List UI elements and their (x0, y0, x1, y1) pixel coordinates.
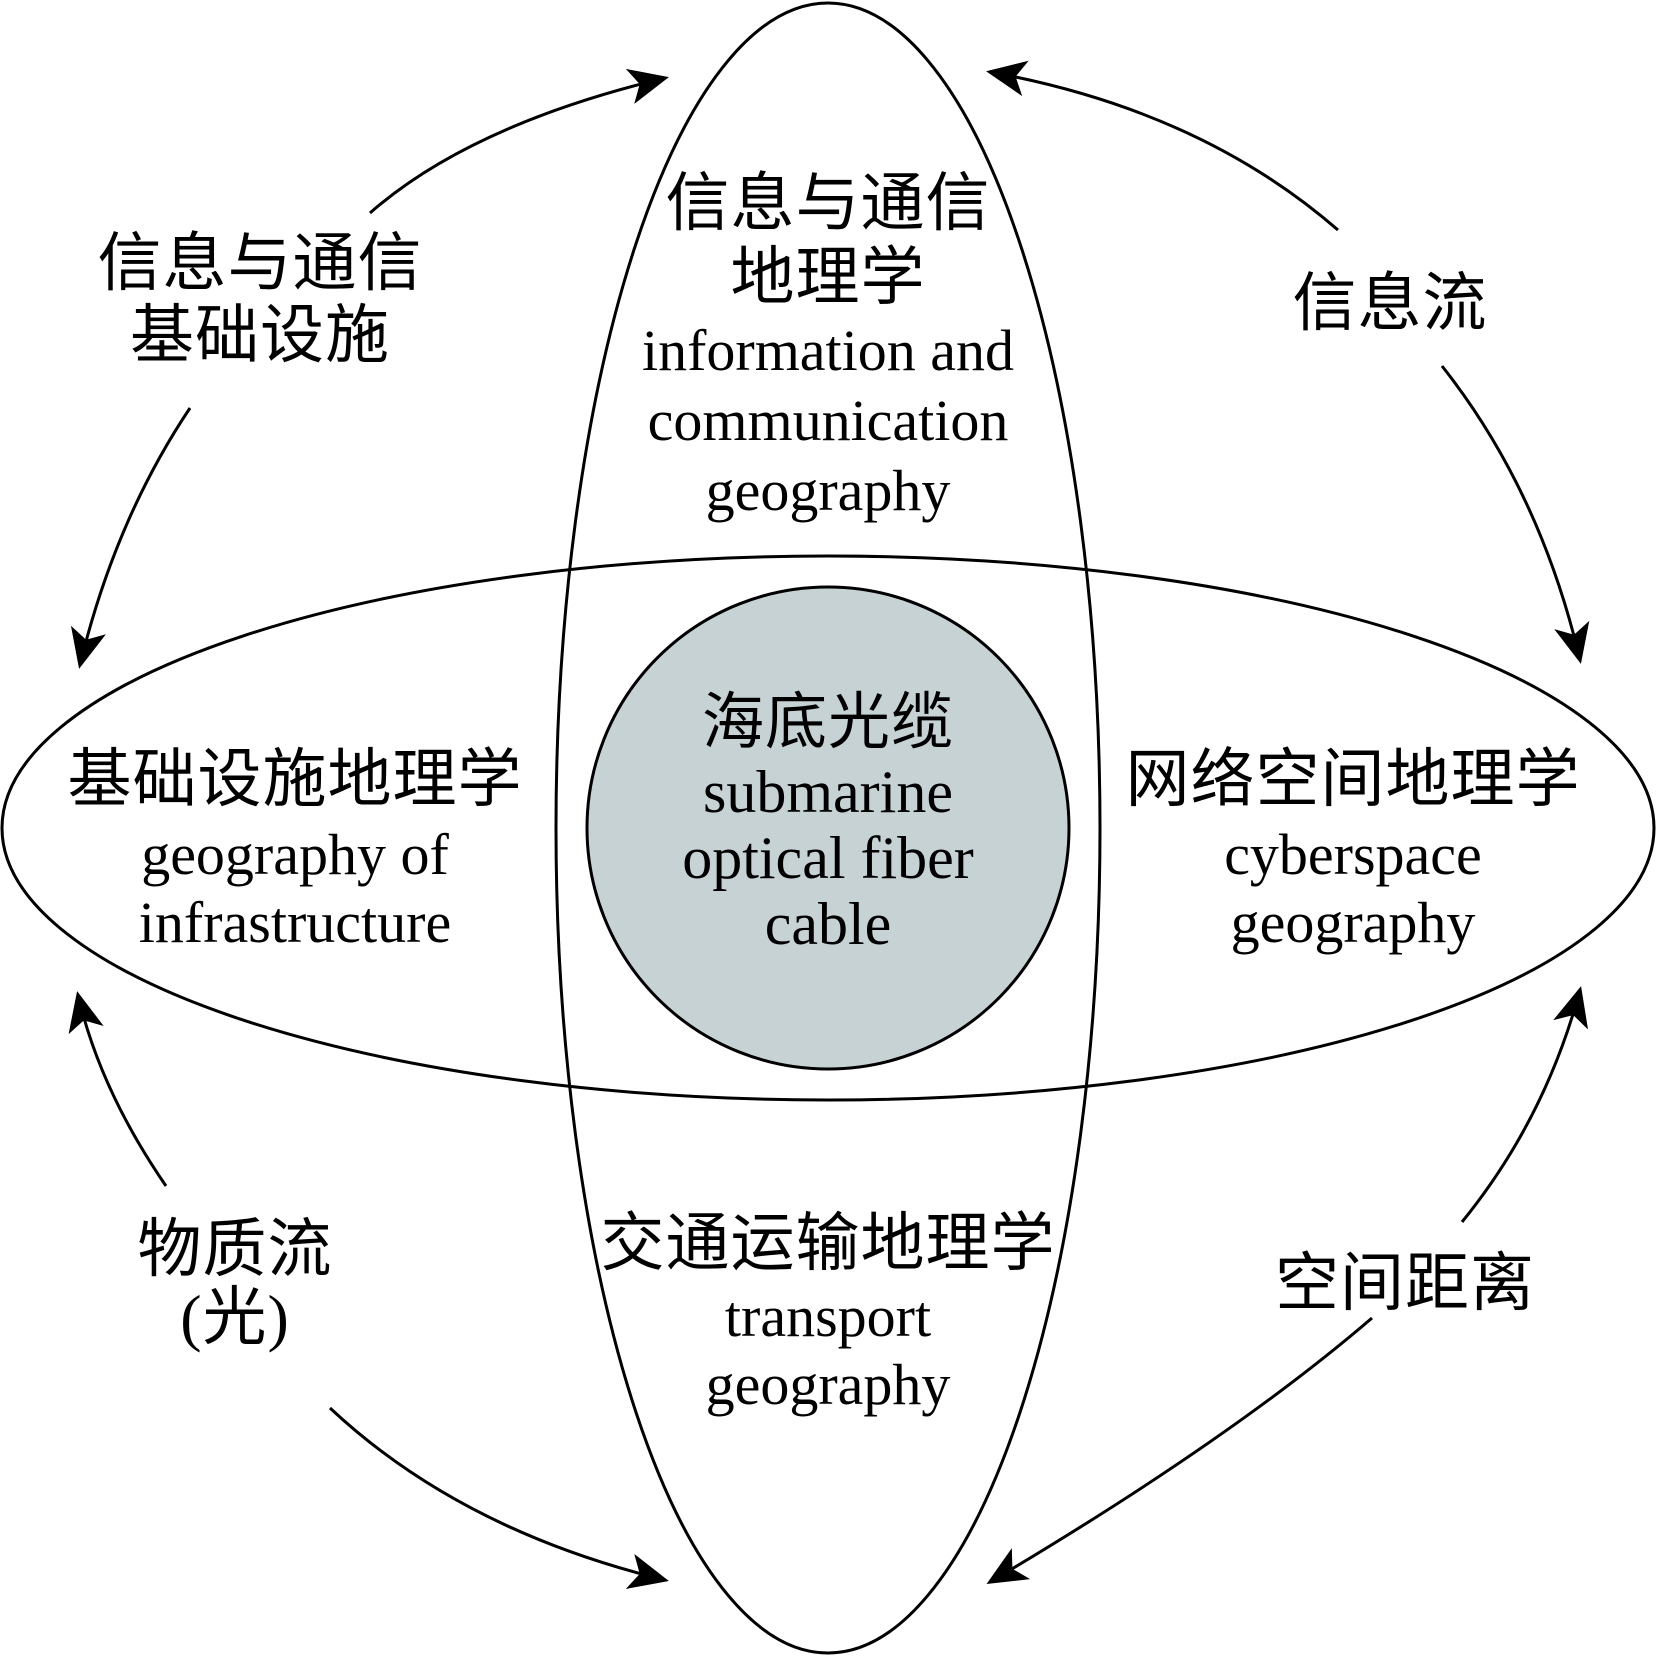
bottom-field-zh-1: 交通运输地理学 (600, 1208, 1056, 1279)
bottom-field-en-1: transport (724, 1284, 932, 1349)
connector-bottom-left-line-1: 物质流 (137, 1214, 333, 1285)
top-field-en-2: communication (647, 388, 1009, 453)
arrow-bottom-left-to-bottom (328, 1406, 669, 1589)
center-label: 海底光缆 submarine optical fiber cable (628, 692, 1028, 954)
arrow-top-left-to-left (70, 407, 192, 669)
bottom-field-en-2: geography (705, 1352, 951, 1417)
left-field-en-1: geography of (141, 822, 449, 887)
right-field-en-1: cyberspace (1224, 822, 1482, 887)
arrow-top-left-to-top (369, 68, 669, 215)
connector-top-left-line-2: 基础设施 (130, 300, 390, 371)
ellipse-vertical (554, 1, 1102, 1655)
connector-bottom-right-line-1: 空间距离 (1275, 1248, 1535, 1319)
connector-bottom-left-line-2: (光) (180, 1282, 290, 1353)
center-label-en-1: submarine (703, 759, 953, 825)
right-field-en-2: geography (1230, 890, 1476, 955)
left-field-zh-1: 基础设施地理学 (67, 744, 523, 815)
connector-top-right-line-1: 信息流 (1292, 268, 1488, 339)
top-field-zh-2: 地理学 (730, 242, 926, 313)
center-label-en-3: cable (764, 891, 892, 957)
ellipse-horizontal (0, 554, 1656, 1102)
bottom-field-label: 交通运输地理学 transport geography (578, 1212, 1078, 1414)
arrow-bottom-left-to-left (68, 991, 168, 1187)
connector-top-left-line-1: 信息与通信 (97, 228, 423, 299)
right-field-zh-1: 网络空间地理学 (1125, 744, 1581, 815)
top-field-en-3: geography (705, 458, 951, 523)
arrow-bottom-right-to-bottom (986, 1316, 1373, 1585)
right-field-label: 网络空间地理学 cyberspace geography (1108, 748, 1598, 952)
top-field-en-1: information and (641, 318, 1015, 383)
connector-top-right-label: 信息流 (1240, 272, 1540, 336)
arrow-top-right-to-right (1440, 365, 1590, 664)
center-circle (585, 585, 1071, 1071)
left-field-en-2: infrastructure (138, 890, 452, 955)
center-label-en-2: optical fiber (682, 825, 974, 891)
connector-top-left-label: 信息与通信 基础设施 (80, 232, 440, 368)
top-field-zh-1: 信息与通信 (665, 168, 991, 239)
left-field-label: 基础设施地理学 geography of infrastructure (50, 748, 540, 952)
arrow-top-right-to-top (986, 60, 1339, 232)
arrow-bottom-right-to-right (1460, 986, 1589, 1223)
top-field-label: 信息与通信 地理学 information and communication … (578, 172, 1078, 520)
connector-bottom-right-label: 空间距离 (1240, 1252, 1570, 1316)
center-label-zh: 海底光缆 (701, 689, 954, 757)
connector-bottom-left-label: 物质流 (光) (90, 1218, 380, 1350)
